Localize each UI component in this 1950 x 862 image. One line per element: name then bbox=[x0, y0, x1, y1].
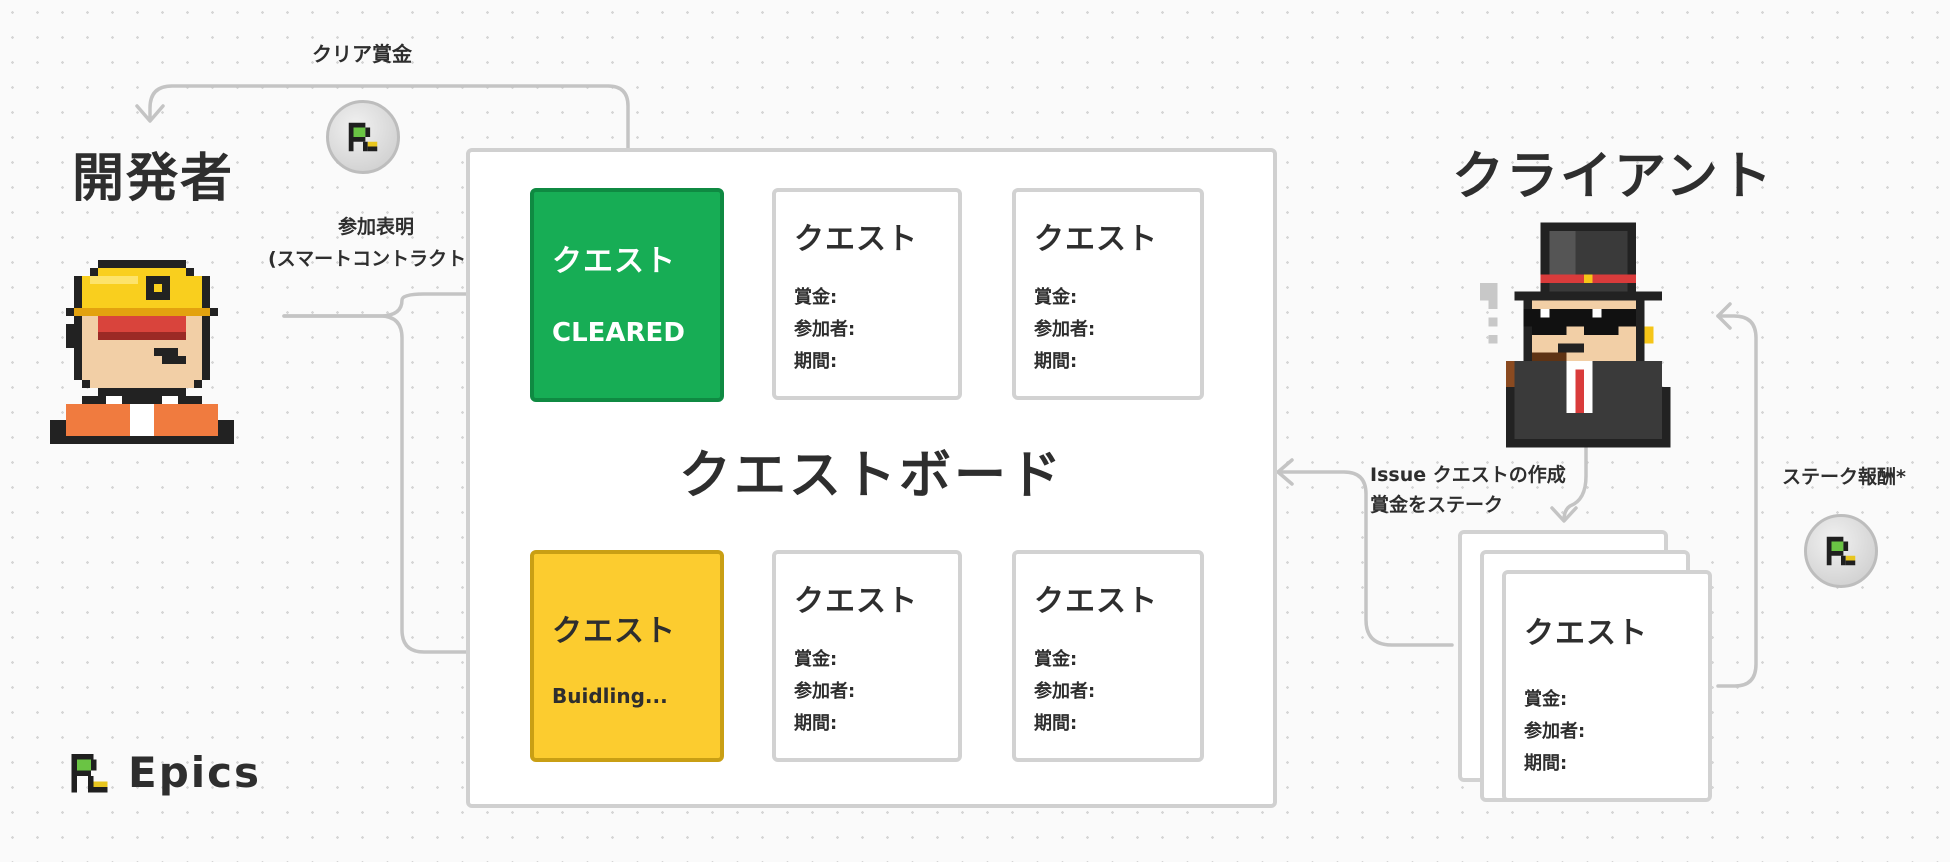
issue-label-line2: 賞金をステーク bbox=[1370, 494, 1504, 516]
quest-card[interactable]: クエスト 賞金: 参加者: 期間: bbox=[1012, 550, 1204, 762]
issue-label-line1: Issue クエストの作成 bbox=[1370, 464, 1566, 486]
coin-icon bbox=[1804, 514, 1878, 588]
quest-card[interactable]: クエスト 賞金: 参加者: 期間: bbox=[772, 550, 962, 762]
quest-period-label: 期間: bbox=[1524, 753, 1568, 774]
epics-coin-icon bbox=[348, 122, 378, 152]
quest-board-title: クエストボード bbox=[678, 446, 1064, 506]
quest-card-title: クエスト bbox=[1524, 616, 1648, 651]
quest-participants-label: 参加者: bbox=[1034, 681, 1096, 702]
epics-logo: Epics bbox=[66, 748, 261, 797]
quest-card-title: クエスト bbox=[1034, 222, 1158, 257]
quest-period-label: 期間: bbox=[1034, 351, 1078, 372]
quest-reward-label: 賞金: bbox=[1524, 689, 1568, 710]
epics-logo-text: Epics bbox=[128, 748, 262, 797]
quest-reward-label: 賞金: bbox=[1034, 287, 1078, 308]
quest-card[interactable]: クエスト 賞金: 参加者: 期間: bbox=[1012, 188, 1204, 400]
join-label-line1: 参加表明 bbox=[338, 216, 415, 238]
client-avatar-icon bbox=[1480, 222, 1671, 448]
quest-reward-label: 賞金: bbox=[794, 649, 838, 670]
epics-logo-icon bbox=[71, 753, 108, 792]
join-label-line2: (スマートコントラクト) bbox=[268, 248, 475, 270]
quest-participants-label: 参加者: bbox=[794, 681, 856, 702]
quest-participants-label: 参加者: bbox=[794, 319, 856, 340]
client-quest-card[interactable]: クエスト 賞金: 参加者: 期間: bbox=[1502, 570, 1712, 802]
quest-card-building[interactable]: クエスト Buidling... bbox=[530, 550, 724, 762]
quest-reward-label: 賞金: bbox=[1034, 649, 1078, 670]
coin-icon bbox=[326, 100, 400, 174]
client-title: クライアント bbox=[1452, 147, 1774, 207]
reward-label: クリア賞金 bbox=[312, 42, 412, 66]
quest-participants-label: 参加者: bbox=[1034, 319, 1096, 340]
stake-reward-label: ステーク報酬* bbox=[1782, 466, 1906, 488]
quest-reward-label: 賞金: bbox=[794, 287, 838, 308]
quest-card-title: クエスト bbox=[552, 244, 676, 279]
status-cleared: CLEARED bbox=[552, 318, 685, 348]
quest-period-label: 期間: bbox=[794, 713, 838, 734]
quest-card-cleared[interactable]: クエスト CLEARED bbox=[530, 188, 724, 402]
quest-card-title: クエスト bbox=[1034, 584, 1158, 619]
status-building: Buidling... bbox=[552, 684, 668, 708]
quest-card-title: クエスト bbox=[552, 614, 676, 649]
quest-card-title: クエスト bbox=[794, 222, 918, 257]
quest-card[interactable]: クエスト 賞金: 参加者: 期間: bbox=[772, 188, 962, 400]
quest-card-title: クエスト bbox=[794, 584, 918, 619]
quest-period-label: 期間: bbox=[794, 351, 838, 372]
quest-participants-label: 参加者: bbox=[1524, 721, 1586, 742]
developer-avatar-icon bbox=[50, 260, 234, 444]
epics-coin-icon bbox=[1826, 536, 1856, 566]
quest-period-label: 期間: bbox=[1034, 713, 1078, 734]
developer-title: 開発者 bbox=[72, 149, 235, 209]
